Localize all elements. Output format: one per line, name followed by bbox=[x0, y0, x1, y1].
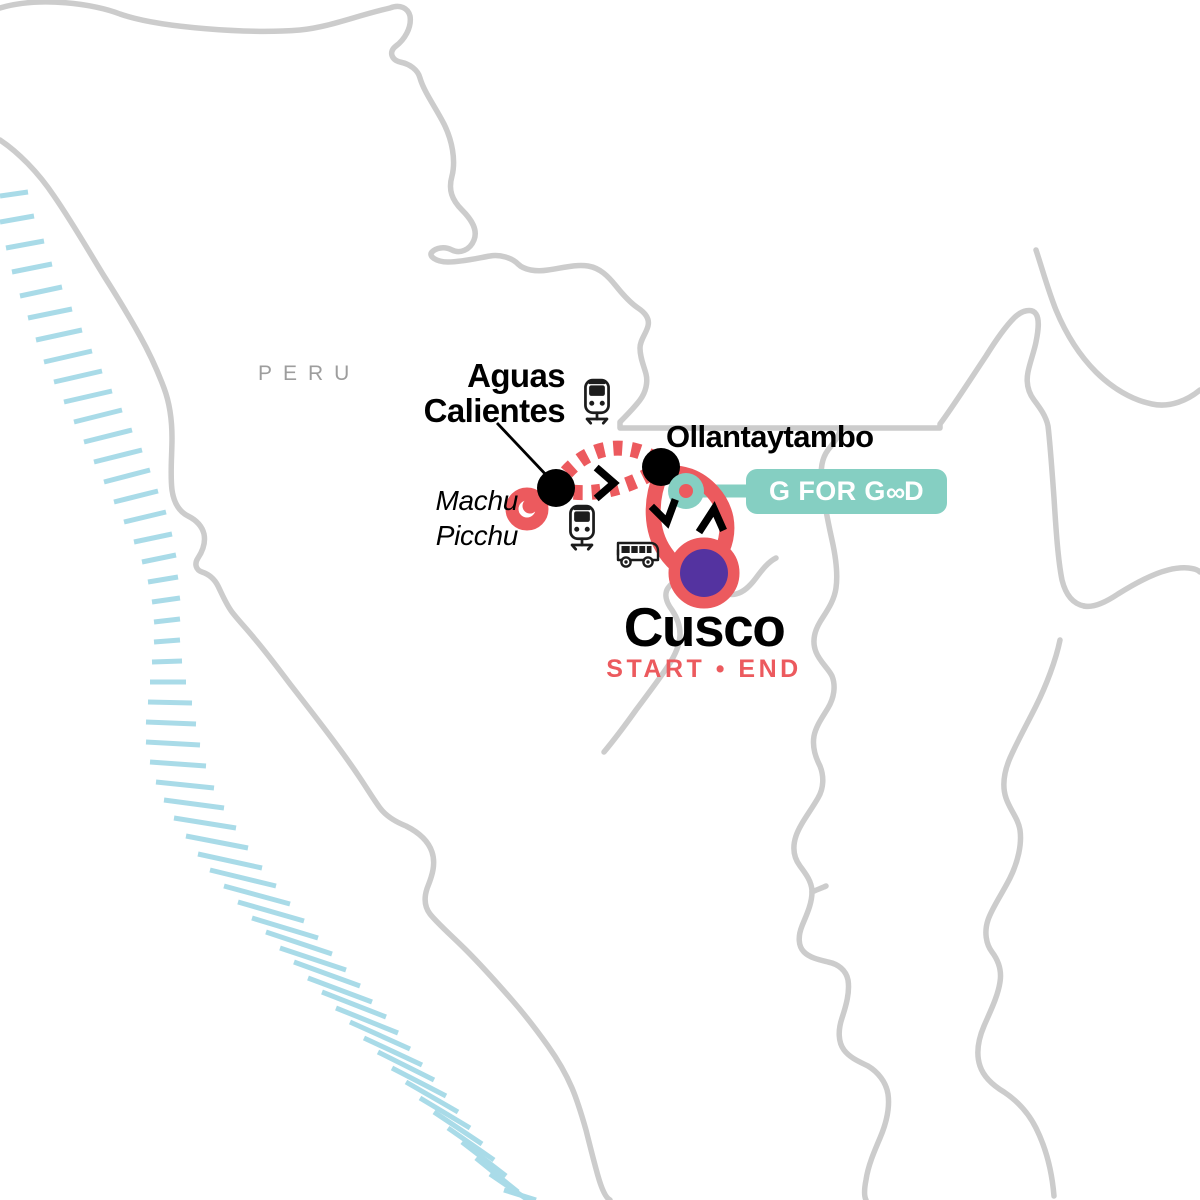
leader-line-aguas-calientes bbox=[495, 422, 551, 479]
train-icon bbox=[569, 504, 595, 551]
coastline-pacific bbox=[0, 137, 613, 1200]
infinity-icon: ∞ bbox=[885, 477, 905, 507]
border-lake-notch bbox=[809, 883, 829, 895]
city-label-cusco: Cusco bbox=[623, 596, 786, 658]
border-east bbox=[1081, 565, 1200, 610]
g-for-good-badge[interactable]: G FOR G∞D bbox=[746, 469, 947, 514]
city-label-ollantaytambo: Ollantaytambo bbox=[666, 419, 874, 454]
arrow-road-southbound bbox=[648, 498, 679, 529]
arrow-road-northbound bbox=[695, 501, 727, 535]
direction-arrows bbox=[593, 464, 727, 535]
city-label-machu-picchu-line2: Picchu bbox=[435, 520, 519, 551]
border-north bbox=[0, 0, 1087, 609]
city-label-aguas-calientes-line2: Calientes bbox=[423, 391, 566, 429]
marker-cusco-core bbox=[680, 549, 728, 597]
city-label-aguas-calientes: Aguas Calientes bbox=[253, 357, 566, 429]
border-southeast bbox=[975, 637, 1063, 1199]
marker-aguas-calientes[interactable] bbox=[537, 469, 575, 507]
coast-hatching bbox=[0, 189, 537, 1200]
g-for-good-text-after: D bbox=[904, 476, 924, 506]
border-south-central bbox=[791, 481, 892, 1200]
train-icon bbox=[584, 378, 610, 425]
marker-g-for-good-node-inner bbox=[679, 484, 693, 498]
border-southwest bbox=[601, 555, 779, 755]
city-label-machu-picchu: Machu Picchu bbox=[200, 483, 518, 553]
city-label-machu-picchu-line1: Machu bbox=[435, 485, 518, 516]
marker-machu-picchu[interactable] bbox=[505, 487, 549, 531]
country-label-peru: PERU bbox=[258, 362, 361, 385]
cusco-start-end-label: START • END bbox=[606, 655, 802, 683]
bus-icon bbox=[616, 541, 660, 568]
border-northeast-branch bbox=[1033, 247, 1200, 408]
g-for-good-text-before: G FOR G bbox=[769, 476, 886, 506]
arrow-railway-eastbound bbox=[593, 464, 620, 502]
marker-cusco-ring[interactable] bbox=[668, 537, 740, 609]
marker-ollantaytambo[interactable] bbox=[642, 448, 680, 486]
city-label-aguas-calientes-line1: Aguas bbox=[467, 357, 565, 394]
railway-north-arc bbox=[549, 440, 665, 492]
